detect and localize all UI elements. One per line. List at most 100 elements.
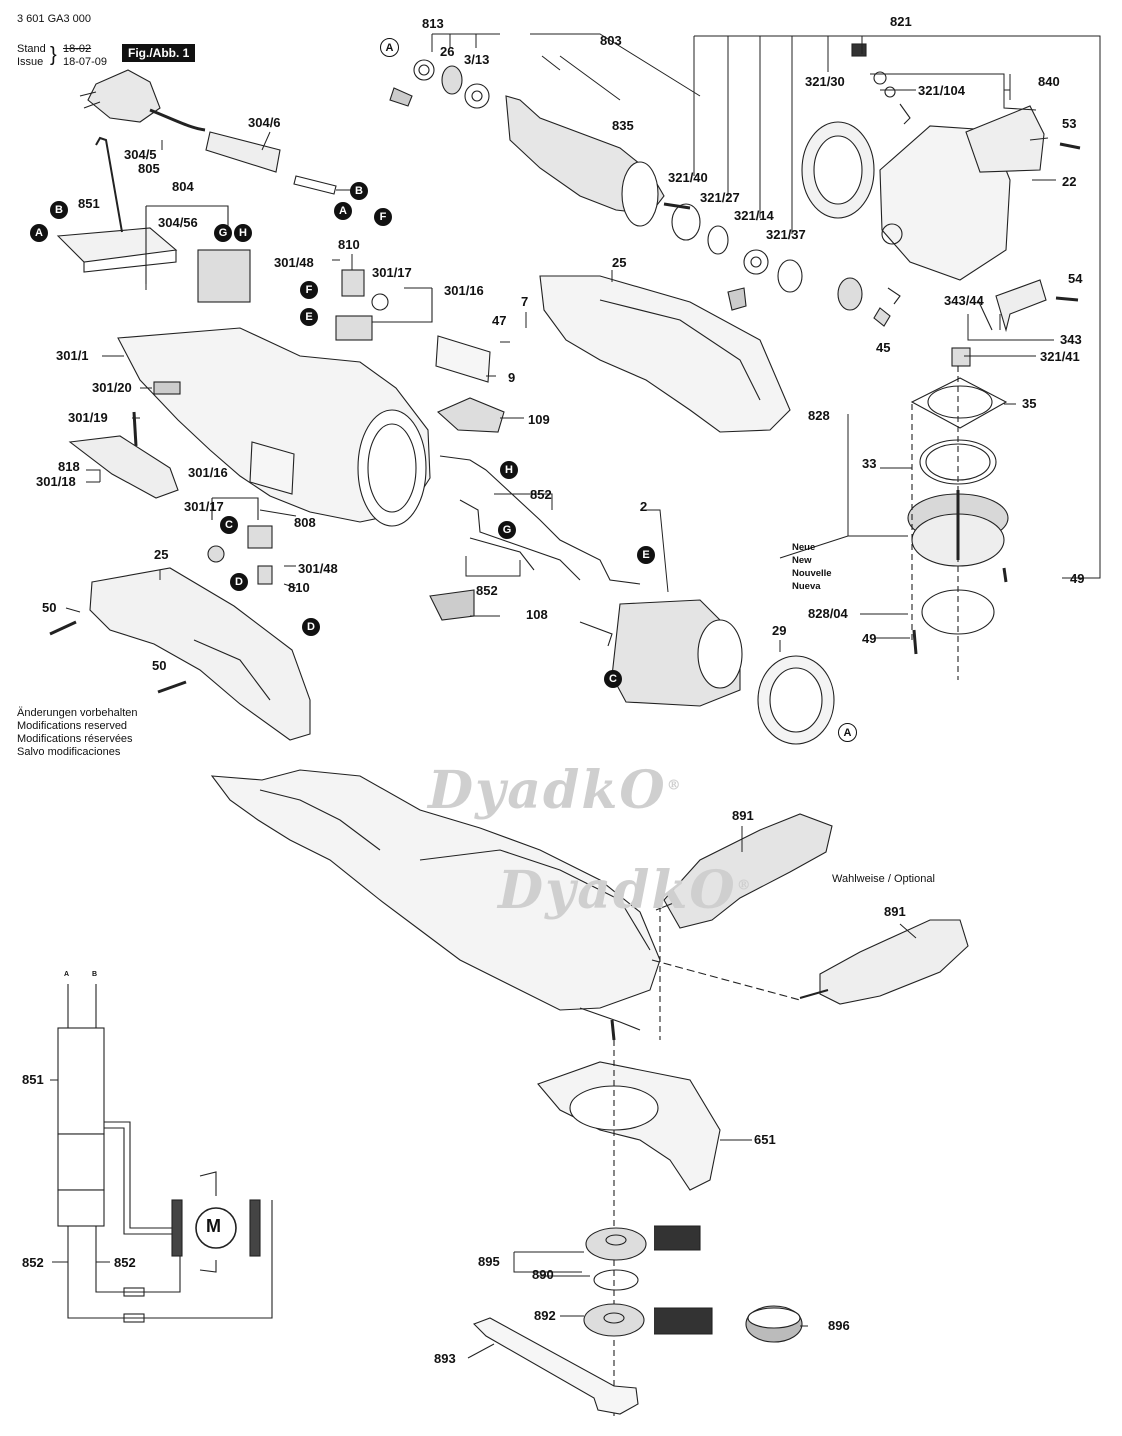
- callout-22: 22: [1062, 174, 1077, 189]
- new-label-en: New: [792, 555, 812, 566]
- motor-housing-drawing: [117, 327, 431, 527]
- callout-321-14: 321/14: [734, 208, 774, 223]
- connector-c: C: [604, 670, 622, 688]
- field-coil-drawing: [611, 599, 743, 707]
- note-line-fr: Modifications réservées: [17, 733, 133, 745]
- callout-301-1: 301/1: [56, 348, 89, 363]
- callout-49-a: 49: [1070, 571, 1085, 586]
- connector-h: H: [500, 461, 518, 479]
- plug-drawing: [79, 69, 206, 132]
- connector-e: E: [637, 546, 655, 564]
- handle-bottom-drawing: [89, 567, 311, 741]
- watermark-lower: DyadkO®: [498, 860, 753, 921]
- terminal-b-label: B: [92, 971, 98, 978]
- connector-f: F: [300, 281, 318, 299]
- callout-890: 890: [532, 1267, 554, 1282]
- callout-852-d: 852: [114, 1255, 136, 1270]
- stand-value: 18-02: [63, 43, 92, 55]
- callout-50-a: 50: [42, 600, 57, 615]
- callout-35: 35: [1022, 396, 1037, 411]
- callout-26: 26: [440, 44, 455, 59]
- callout-7: 7: [521, 294, 529, 309]
- note-line-de: Änderungen vorbehalten: [17, 707, 138, 719]
- aux-handle-drawing: [655, 813, 833, 929]
- callout-25-b: 25: [154, 547, 169, 562]
- callout-304-5: 304/5: [124, 147, 157, 162]
- callout-321-27: 321/27: [700, 190, 740, 205]
- connector-b: B: [350, 182, 368, 200]
- armature-drawing: [505, 95, 691, 227]
- new-label-block: Neue New Nouvelle Nueva: [792, 541, 832, 593]
- callout-818: 818: [58, 459, 80, 474]
- modifications-note: Änderungen vorbehalten Modifications res…: [17, 707, 137, 759]
- connector-a: A: [380, 38, 399, 57]
- callout-891-b: 891: [884, 904, 906, 919]
- new-label-de: Neue: [792, 542, 816, 553]
- callout-808: 808: [294, 515, 316, 530]
- callout-47: 47: [492, 313, 507, 328]
- connector-a: A: [30, 224, 48, 242]
- callout-9: 9: [508, 370, 516, 385]
- note-line-en: Modifications reserved: [17, 720, 128, 732]
- connector-a: A: [838, 723, 857, 742]
- callout-892: 892: [534, 1308, 556, 1323]
- callout-301-48-a: 301/48: [274, 255, 314, 270]
- callout-50-b: 50: [152, 658, 167, 673]
- connector-f: F: [374, 208, 392, 226]
- guard-drawing: [537, 1061, 721, 1191]
- connector-h: H: [234, 224, 252, 242]
- callout-109: 109: [528, 412, 550, 427]
- connector-d: D: [230, 573, 248, 591]
- callout-828: 828: [808, 408, 830, 423]
- callout-301-48-b: 301/48: [298, 561, 338, 576]
- connector-d: D: [302, 618, 320, 636]
- callout-852-c: 852: [22, 1255, 44, 1270]
- callout-33: 33: [862, 456, 877, 471]
- part-number: 3 601 GA3 000: [17, 13, 92, 25]
- callout-321-40: 321/40: [668, 170, 708, 185]
- connector-g: G: [214, 224, 232, 242]
- callout-891-a: 891: [732, 808, 754, 823]
- callout-321-104: 321/104: [918, 83, 965, 98]
- connector-b: B: [50, 201, 68, 219]
- note-line-es: Salvo modificaciones: [17, 746, 121, 758]
- callout-840: 840: [1038, 74, 1060, 89]
- callout-896: 896: [828, 1318, 850, 1333]
- callout-301-18: 301/18: [36, 474, 76, 489]
- callout-25-a: 25: [612, 255, 627, 270]
- callout-301-17-b: 301/17: [184, 499, 224, 514]
- callout-828-04: 828/04: [808, 606, 848, 621]
- callout-301-17-a: 301/17: [372, 265, 412, 280]
- callout-803: 803: [600, 33, 622, 48]
- callout-301-19: 301/19: [68, 410, 108, 425]
- watermark-text: DyadkO: [498, 860, 737, 921]
- wiring-schematic-drawing: [57, 984, 273, 1323]
- callout-851-b: 851: [22, 1072, 44, 1087]
- callout-804: 804: [172, 179, 194, 194]
- watermark-reg: ®: [736, 877, 753, 894]
- callout-810-a: 810: [338, 237, 360, 252]
- connector-a: A: [334, 202, 352, 220]
- new-label-es: Nueva: [792, 581, 821, 592]
- callout-321-37: 321/37: [766, 227, 806, 242]
- callout-304-56: 304/56: [158, 215, 198, 230]
- callout-45: 45: [876, 340, 891, 355]
- callout-321-41: 321/41: [1040, 349, 1080, 364]
- terminal-block-drawing: [56, 136, 178, 273]
- callout-835: 835: [612, 118, 634, 133]
- connector-g: G: [498, 521, 516, 539]
- callout-54: 54: [1068, 271, 1083, 286]
- callout-852-b: 852: [476, 583, 498, 598]
- callout-895: 895: [478, 1254, 500, 1269]
- callout-343: 343: [1060, 332, 1082, 347]
- callout-851-a: 851: [78, 196, 100, 211]
- connector-c: C: [220, 516, 238, 534]
- motor-symbol: M: [206, 1216, 221, 1236]
- callout-2: 2: [640, 499, 648, 514]
- stand-label: Stand: [17, 43, 46, 55]
- gear-housing-drawing: [801, 105, 1045, 281]
- callout-301-16-a: 301/16: [444, 283, 484, 298]
- watermark-upper: DyadkO®: [428, 760, 683, 821]
- callout-321-30: 321/30: [805, 74, 845, 89]
- callout-3-13: 3/13: [464, 52, 490, 67]
